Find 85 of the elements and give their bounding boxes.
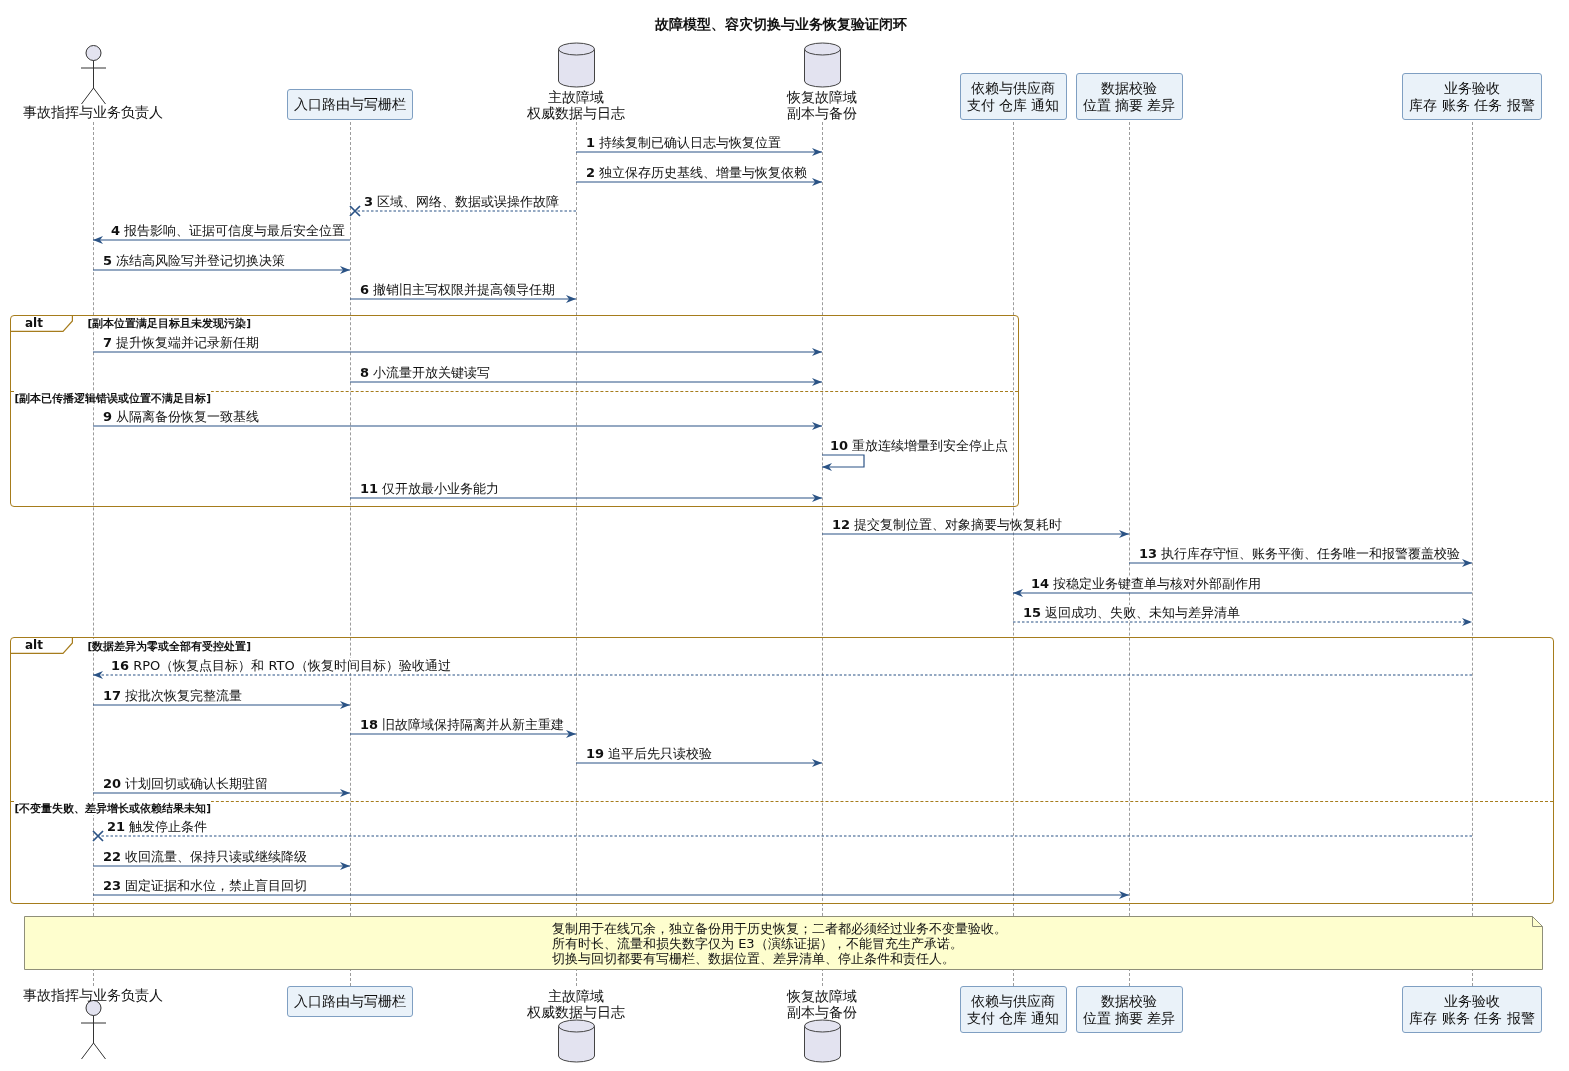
participant-description: 位置 摘要 差异 <box>1082 96 1176 114</box>
participant-name: 依赖与供应商 <box>971 79 1055 97</box>
edge-label: 4 报告影响、证据可信度与最后安全位置 <box>110 223 347 238</box>
message-arrow <box>1128 559 1473 567</box>
edge-label: 2 独立保存历史基线、增量与恢复依赖 <box>585 165 809 180</box>
participant-name: 事故指挥与业务负责人 <box>23 987 163 1004</box>
participant-name: 事故指挥与业务负责人 <box>23 104 163 121</box>
edge-label: 19 追平后先只读校验 <box>585 746 714 761</box>
participant-description: 权威数据与日志 <box>527 105 625 121</box>
guard-condition: [副本位置满足目标且未发现污染] <box>87 315 252 330</box>
message-arrow <box>575 759 823 767</box>
participant-name: 主故障域 <box>548 89 604 105</box>
edge-label: 1 持续复制已确认日志与恢复位置 <box>585 135 783 150</box>
edge-label: 16 RPO（恢复点目标）和 RTO（恢复时间目标）验收通过 <box>110 658 452 673</box>
note-text: 所有时长、流量和损失数字仅为 E3（演练证据），不能冒充生产承诺。 <box>552 936 963 951</box>
message-arrow <box>349 730 577 738</box>
participant-description: 副本与备份 <box>787 105 857 121</box>
message-arrow <box>821 530 1130 538</box>
guard-condition: [数据差异为零或全部有受控处置] <box>87 638 252 653</box>
message-arrow <box>1012 589 1473 597</box>
participant-box <box>1402 986 1542 1033</box>
participant-name: 恢复故障域 <box>787 988 857 1004</box>
participant-name: 数据校验 <box>1101 79 1157 97</box>
edge-label: 17 按批次恢复完整流量 <box>102 688 244 703</box>
edge-label: 9 从隔离备份恢复一致基线 <box>102 409 261 424</box>
note <box>24 916 1543 970</box>
frame-tab: alt <box>11 316 73 332</box>
edge-label: 8 小流量开放关键读写 <box>359 365 492 380</box>
edge-label: 6 撤销旧主写权限并提高领导任期 <box>359 282 557 297</box>
title: 故障模型、容灾切换与业务恢复验证闭环 <box>655 15 907 33</box>
guard-condition: [不变量失败、差异增长或依赖结果未知] <box>14 800 212 815</box>
message-arrow <box>92 422 823 430</box>
message-arrow <box>92 348 823 356</box>
message-arrow <box>92 671 1473 679</box>
edge-label: 21 触发停止条件 <box>106 819 209 834</box>
participant-box <box>1402 73 1542 120</box>
edge-label: 12 提交复制位置、对象摘要与恢复耗时 <box>831 517 1064 532</box>
edge-label: 10 重放连续增量到安全停止点 <box>829 438 1010 453</box>
edge-label: 13 执行库存守恒、账务平衡、任务唯一和报警覆盖校验 <box>1138 546 1462 561</box>
edge-label: 15 返回成功、失败、未知与差异清单 <box>1022 605 1242 620</box>
participant-name: 业务验收 <box>1444 992 1500 1010</box>
message-arrow <box>349 494 823 502</box>
message-arrow <box>92 789 351 797</box>
participant-box <box>959 986 1067 1033</box>
message-arrow <box>1012 618 1473 626</box>
participant-box <box>1075 73 1183 120</box>
participant-name: 依赖与供应商 <box>971 992 1055 1010</box>
participant-name: 业务验收 <box>1444 79 1500 97</box>
message-arrow <box>349 295 577 303</box>
message-arrow <box>92 236 351 244</box>
participant-box: 入口路由与写栅栏 <box>287 89 413 120</box>
guard-condition: [副本已传播逻辑错误或位置不满足目标] <box>14 390 212 405</box>
note-text: 复制用于在线冗余，独立备份用于历史恢复；二者都必须经过业务不变量验收。 <box>552 921 1007 936</box>
edge-label: 22 收回流量、保持只读或继续降级 <box>102 849 309 864</box>
message-arrow <box>349 378 823 386</box>
participant-description: 库存 账务 任务 报警 <box>1409 1009 1535 1027</box>
edge-label: 23 固定证据和水位，禁止盲目回切 <box>102 878 309 893</box>
message-arrow <box>92 891 1130 899</box>
participant-description: 位置 摘要 差异 <box>1082 1009 1176 1027</box>
participant-name: 主故障域 <box>548 988 604 1004</box>
message-arrow <box>92 862 351 870</box>
note-text: 切换与回切都要有写栅栏、数据位置、差异清单、停止条件和责任人。 <box>552 951 955 966</box>
participant-box <box>959 73 1067 120</box>
edge-label: 14 按稳定业务键查单与核对外部副作用 <box>1030 576 1263 591</box>
edge-label: 5 冻结高风险写并登记切换决策 <box>102 253 287 268</box>
frame-tab: alt <box>11 638 73 654</box>
edge-label: 20 计划回切或确认长期驻留 <box>102 776 270 791</box>
participant-description: 权威数据与日志 <box>527 1004 625 1020</box>
message-arrow <box>575 148 823 156</box>
participant-box <box>1075 986 1183 1033</box>
message-arrow <box>575 178 823 186</box>
edge-label: 11 仅开放最小业务能力 <box>359 481 501 496</box>
participant-name: 数据校验 <box>1101 992 1157 1010</box>
participant-name: 恢复故障域 <box>787 89 857 105</box>
message-arrow <box>821 454 865 471</box>
edge-label: 7 提升恢复端并记录新任期 <box>102 335 261 350</box>
participant-description: 支付 仓库 通知 <box>966 96 1060 114</box>
edge-label: 3 区域、网络、数据或误操作故障 <box>363 194 561 209</box>
edge-label: 18 旧故障域保持隔离并从新主重建 <box>359 717 566 732</box>
message-arrow <box>92 266 351 274</box>
message-arrow <box>92 701 351 709</box>
participant-box: 入口路由与写栅栏 <box>287 986 413 1017</box>
participant-description: 副本与备份 <box>787 1004 857 1020</box>
participant-description: 支付 仓库 通知 <box>966 1009 1060 1027</box>
participant-description: 库存 账务 任务 报警 <box>1409 96 1535 114</box>
